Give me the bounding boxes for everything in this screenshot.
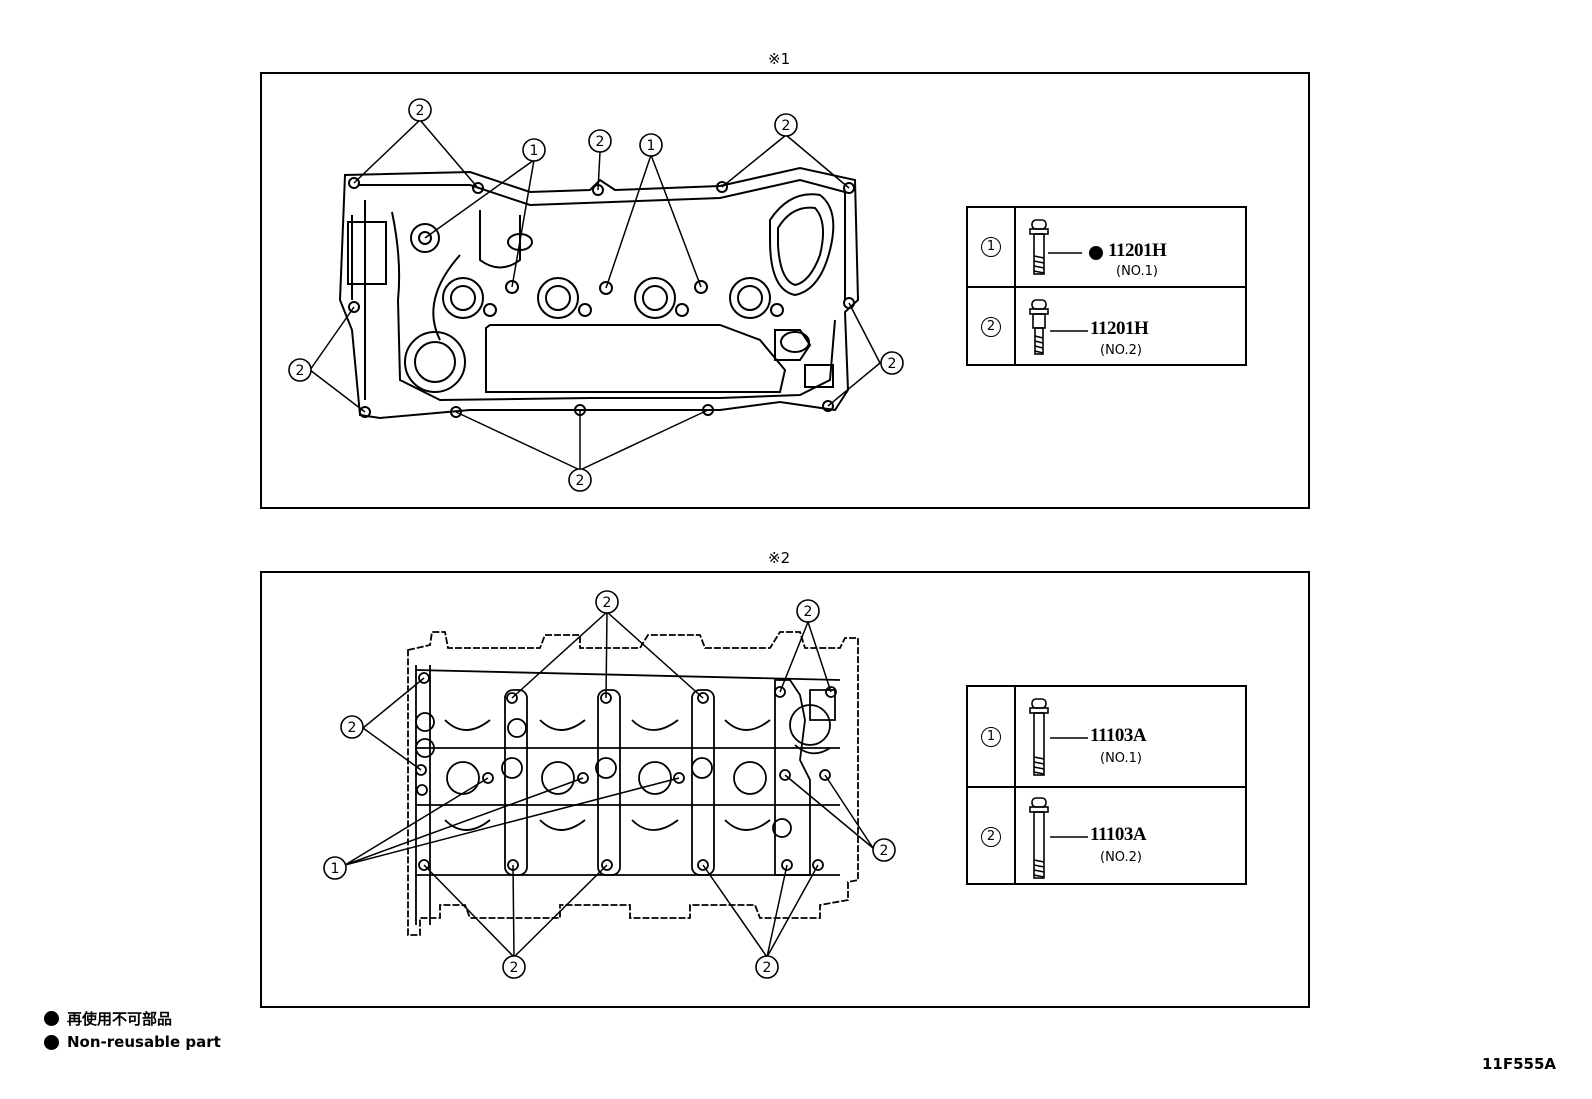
leader-line [1050, 330, 1088, 332]
note-non-reusable-en: Non-reusable part [44, 1033, 221, 1051]
panel1-legend-row-2: 2 11201H (NO.2) [968, 286, 1245, 366]
panel2-legend-table: 1 11103A (NO.1) 2 11103A [966, 685, 1247, 885]
panel2-legend-num-cell: 2 [968, 788, 1016, 885]
panel1-legend-num-cell: 1 [968, 208, 1016, 286]
part-number: 11103A [1090, 824, 1147, 845]
part-number: 11201H [1108, 240, 1167, 261]
part-sub-label: (NO.2) [1100, 343, 1142, 358]
bolt-no1-icon [1029, 219, 1049, 275]
leader-line [1050, 836, 1088, 838]
panel2-legend-num-cell: 1 [968, 687, 1016, 786]
bolt-no1-icon [1029, 698, 1049, 776]
note-non-reusable-jp: 再使用不可部品 [44, 1008, 172, 1029]
panel1-legend-table: 1 11201H (NO.1) 2 [966, 206, 1247, 366]
bolt-no2-icon [1029, 299, 1049, 355]
panel2-legend-row-2: 2 11103A (NO.2) [968, 786, 1245, 885]
part-sub-label: (NO.1) [1100, 751, 1142, 766]
leader-line [1050, 737, 1088, 739]
panel2-caption: ※2 [768, 549, 791, 567]
leader-line [1048, 252, 1082, 254]
panel1-caption: ※1 [768, 50, 791, 68]
non-reusable-marker-icon [44, 1034, 59, 1050]
figure-code: 11F555A [1481, 1055, 1556, 1073]
note-jp-text: 再使用不可部品 [67, 1010, 173, 1028]
callout-number: 1 [981, 726, 1001, 747]
callout-number: 1 [981, 237, 1001, 257]
non-reusable-marker-icon [44, 1011, 59, 1026]
callout-number: 2 [981, 826, 1001, 847]
panel1-legend-row-1: 1 11201H (NO.1) [968, 208, 1245, 286]
panel1-legend-num-cell: 2 [968, 288, 1016, 366]
non-reusable-marker-icon [1089, 246, 1103, 260]
note-en-text: Non-reusable part [67, 1033, 221, 1051]
part-sub-label: (NO.2) [1100, 850, 1142, 865]
part-sub-label: (NO.1) [1116, 264, 1158, 279]
part-number: 11103A [1090, 725, 1147, 746]
callout-number: 2 [981, 317, 1001, 337]
part-number: 11201H [1090, 318, 1149, 339]
bolt-no2-icon [1029, 797, 1049, 879]
panel2-legend-row-1: 1 11103A (NO.1) [968, 687, 1245, 786]
